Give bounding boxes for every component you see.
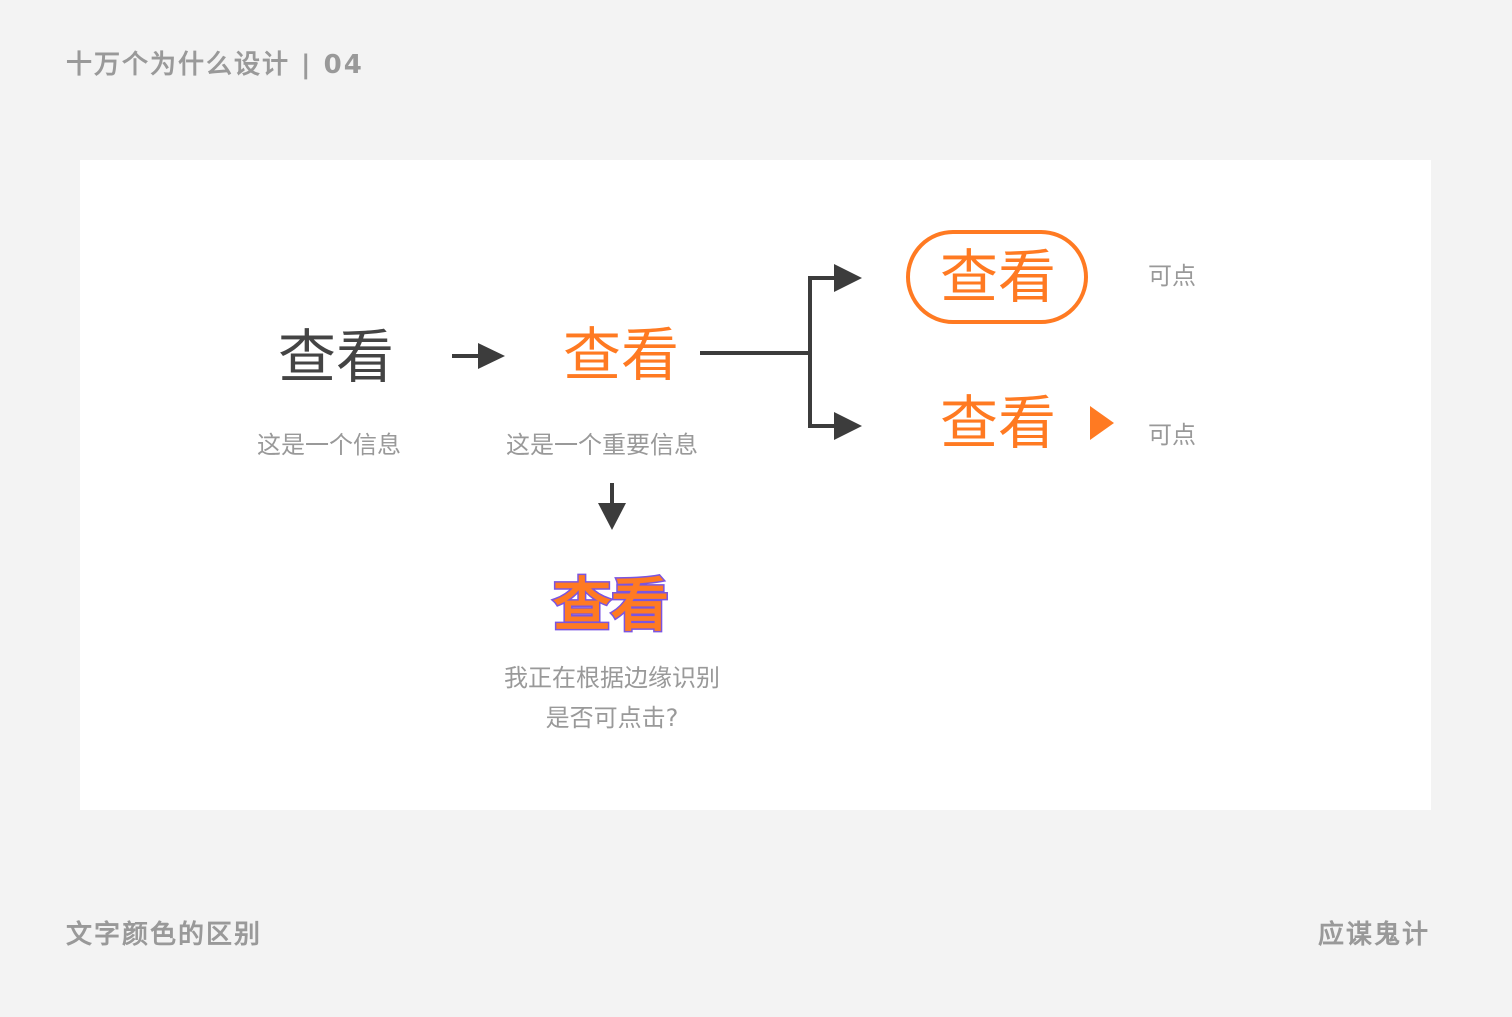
view-link[interactable]: 查看 xyxy=(940,389,1057,457)
link-caption: 可点 xyxy=(1148,421,1196,449)
important-caption: 这是一个重要信息 xyxy=(506,431,698,459)
outlined-text: 查看 xyxy=(551,571,670,639)
play-triangle-icon xyxy=(1090,406,1114,440)
view-button[interactable] xyxy=(906,230,1088,324)
important-text: 查看 xyxy=(563,321,680,389)
arrow-down-head xyxy=(598,503,626,530)
page-title: 十万个为什么设计 | 04 xyxy=(66,50,364,80)
view-button-label[interactable]: 查看 xyxy=(940,243,1057,311)
footer-left: 文字颜色的区别 xyxy=(66,920,263,950)
outlined-caption-line2: 是否可点击? xyxy=(545,704,679,732)
footer-right: 应谋鬼计 xyxy=(1317,920,1430,950)
arrow-right-head xyxy=(478,343,505,369)
normal-caption: 这是一个信息 xyxy=(257,431,401,459)
arrow-top-head xyxy=(834,264,862,292)
diagram-card xyxy=(80,160,1431,810)
arrow-bottom-head xyxy=(834,412,862,440)
outlined-caption-line1: 我正在根据边缘识别 xyxy=(504,664,720,692)
branch-fork xyxy=(808,276,838,428)
normal-text: 查看 xyxy=(278,323,395,391)
button-caption: 可点 xyxy=(1148,262,1196,290)
outlined-caption: 我正在根据边缘识别 是否可点击? xyxy=(462,658,762,738)
